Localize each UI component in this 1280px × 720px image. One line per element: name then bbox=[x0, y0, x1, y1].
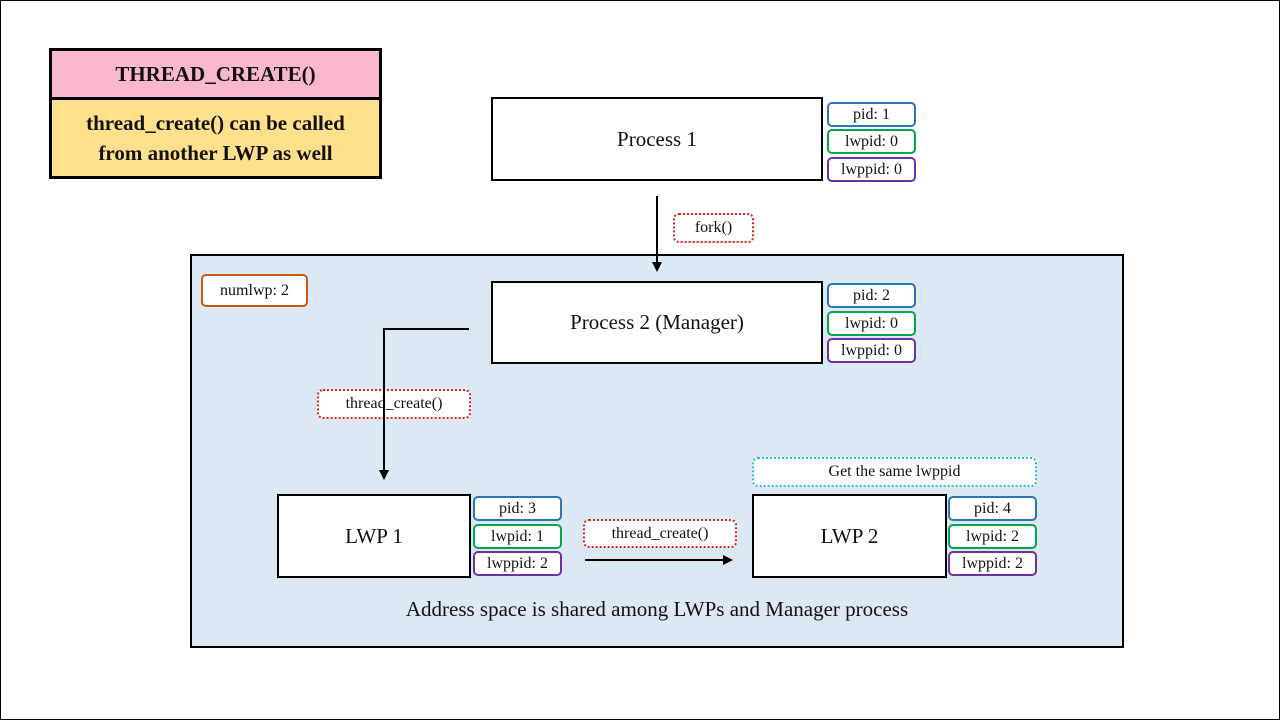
fork-call-label: fork() bbox=[673, 213, 754, 243]
title-card: THREAD_CREATE() thread_create() can be c… bbox=[49, 48, 382, 179]
process-1-pid-tag: pid: 1 bbox=[827, 102, 916, 127]
thread-create-call-1-label: thread_create() bbox=[317, 389, 471, 419]
lwp-1-box: LWP 1 bbox=[277, 494, 471, 578]
numlwp-counter: numlwp: 2 bbox=[201, 274, 308, 307]
lwp-1-pid-tag: pid: 3 bbox=[473, 496, 562, 521]
process-1-lwpid-tag: lwpid: 0 bbox=[827, 129, 916, 154]
process-1-lwppid-tag: lwppid: 0 bbox=[827, 157, 916, 182]
lwp-2-lwpid-tag: lwpid: 2 bbox=[948, 524, 1037, 549]
process-2-manager-box: Process 2 (Manager) bbox=[491, 281, 823, 364]
lwp-1-lwppid-tag: lwppid: 2 bbox=[473, 551, 562, 576]
same-lwppid-note: Get the same lwppid bbox=[752, 457, 1037, 487]
lwp-2-lwppid-tag: lwppid: 2 bbox=[948, 551, 1037, 576]
lwp-2-box: LWP 2 bbox=[752, 494, 947, 578]
title-card-heading: THREAD_CREATE() bbox=[52, 51, 379, 100]
lwp-2-pid-tag: pid: 4 bbox=[948, 496, 1037, 521]
thread-create-call-2-label: thread_create() bbox=[583, 519, 737, 548]
process-2-lwppid-tag: lwppid: 0 bbox=[827, 338, 916, 363]
title-card-body: thread_create() can be called from anoth… bbox=[86, 111, 345, 165]
process-2-lwpid-tag: lwpid: 0 bbox=[827, 311, 916, 336]
lwp-1-lwpid-tag: lwpid: 1 bbox=[473, 524, 562, 549]
process-2-pid-tag: pid: 2 bbox=[827, 283, 916, 308]
shared-address-space-caption: Address space is shared among LWPs and M… bbox=[405, 596, 909, 621]
process-1-box: Process 1 bbox=[491, 97, 823, 181]
